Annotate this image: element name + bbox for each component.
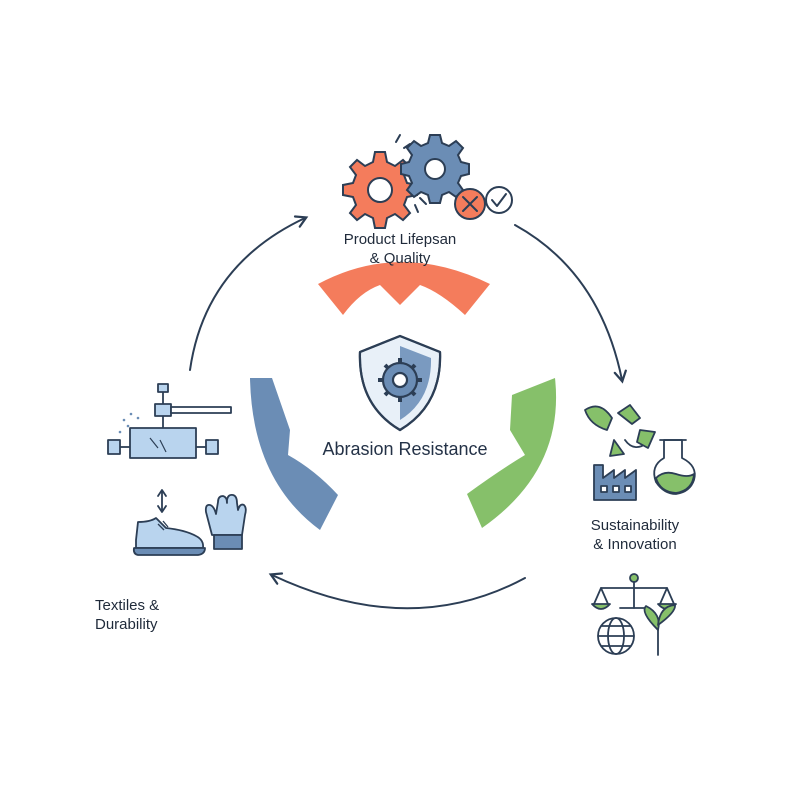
node-right-line1: Sustainability bbox=[590, 517, 680, 534]
arrow-left-to-top bbox=[189, 215, 309, 371]
center-label: Abrasion Resistance bbox=[300, 438, 510, 461]
node-textiles: Textiles & Durability bbox=[95, 597, 215, 635]
shoe-icon bbox=[132, 517, 206, 556]
scale-icon bbox=[591, 573, 677, 610]
node-left-line1: Textiles & bbox=[95, 597, 160, 614]
blue-gear-icon bbox=[400, 134, 470, 204]
node-sustainability: Sustainability & Innovation bbox=[560, 517, 710, 555]
factory-icon bbox=[593, 464, 637, 501]
node-top-line1: Product Lifepsan bbox=[343, 231, 457, 248]
arrow-right-to-left bbox=[268, 572, 526, 610]
node-product-lifespan: Product Lifepsan & Quality bbox=[320, 231, 480, 269]
sprout-icon bbox=[643, 604, 676, 656]
node-left-line2: Durability bbox=[95, 615, 158, 633]
segment-blue bbox=[250, 378, 338, 530]
center-title: Abrasion Resistance bbox=[322, 439, 488, 459]
flask-icon bbox=[653, 439, 696, 495]
cycle-arrows bbox=[189, 215, 627, 610]
abrasion-tester-icon bbox=[107, 383, 232, 513]
gears-icon bbox=[342, 134, 470, 229]
node-right-line2: & Innovation bbox=[593, 535, 677, 553]
globe-icon bbox=[597, 617, 635, 655]
cross-check-icon bbox=[454, 186, 513, 220]
shield-gear-icon bbox=[358, 334, 442, 432]
segment-green bbox=[467, 378, 557, 528]
node-top-line2: & Quality bbox=[369, 249, 431, 267]
recycle-icon bbox=[584, 404, 656, 457]
segment-orange bbox=[318, 262, 490, 315]
arrow-top-to-right bbox=[514, 224, 627, 384]
glove-icon bbox=[204, 493, 247, 550]
